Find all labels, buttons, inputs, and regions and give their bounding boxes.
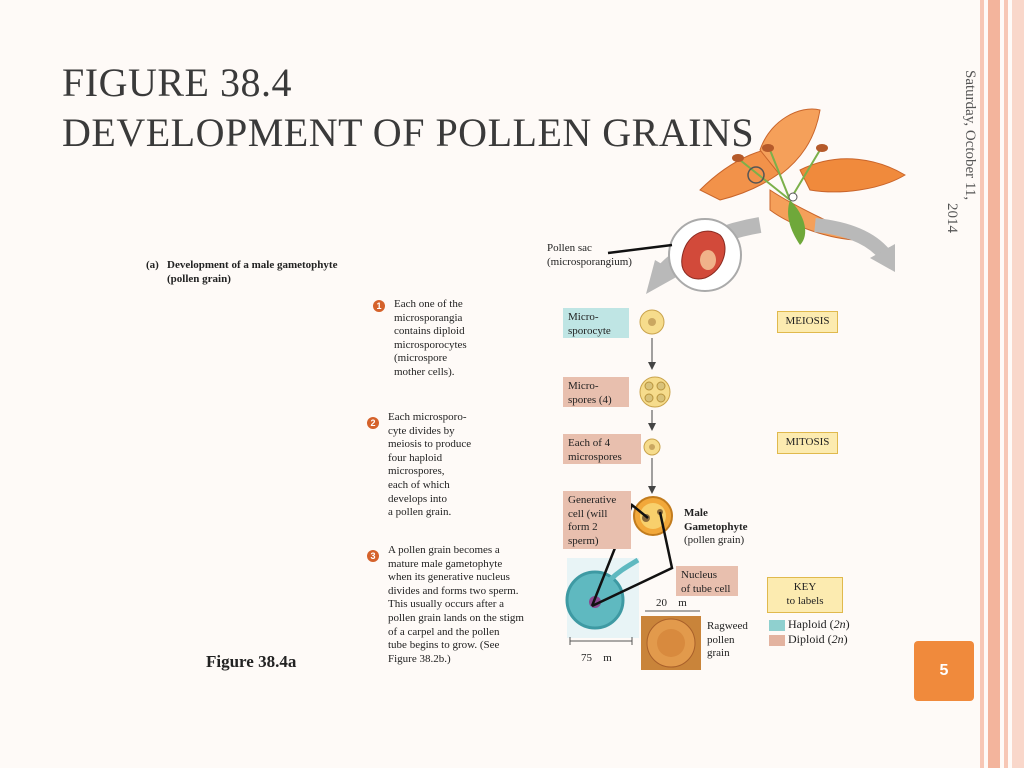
step-1-badge: 1	[373, 300, 385, 312]
scale-20um: 20 m	[656, 597, 687, 609]
pollen-grain-illustration	[633, 496, 673, 536]
haploid-label: Haploid (2n)	[788, 617, 850, 631]
mitosis-label: MITOSIS	[777, 432, 838, 454]
panel-title-line-1: Development of a male gametophyte	[167, 259, 338, 271]
diploid-swatch	[769, 635, 785, 646]
key-title: KEY	[793, 581, 817, 593]
microspores-box: Micro-spores (4)	[563, 377, 629, 407]
slide-title: FIGURE 38.4 DEVELOPMENT OF POLLEN GRAINS	[62, 58, 754, 158]
key-subtitle: to labels	[786, 594, 824, 607]
lily-flower-illustration	[699, 108, 906, 245]
meiosis-label: MEIOSIS	[777, 311, 838, 333]
title-line-2: DEVELOPMENT OF POLLEN GRAINS	[62, 110, 755, 155]
figure-caption: Figure 38.4a	[206, 652, 297, 671]
pollen-sac-label-line-1: Pollen sac	[547, 242, 592, 254]
microsporocyte-box: Micro-sporocyte	[563, 308, 629, 338]
pollen-sac-label: Pollen sac (microsporangium)	[547, 242, 632, 269]
panel-title-line-2: (pollen grain)	[167, 272, 231, 285]
page-number-badge: 5	[914, 641, 974, 701]
step-2-badge: 2	[367, 417, 379, 429]
scale-75um: 75 m	[581, 652, 612, 664]
decorative-stripes	[980, 0, 1024, 768]
panel-title: Development of a male gametophyte (polle…	[167, 259, 337, 286]
pollen-sac-label-line-2: (microsporangium)	[547, 255, 632, 268]
diploid-label: Diploid (2n)	[788, 632, 848, 646]
step-3-badge: 3	[367, 550, 379, 562]
title-line-1: FIGURE 38.4	[62, 60, 292, 105]
panel-letter: (a)	[146, 259, 159, 271]
haploid-swatch	[769, 620, 785, 631]
